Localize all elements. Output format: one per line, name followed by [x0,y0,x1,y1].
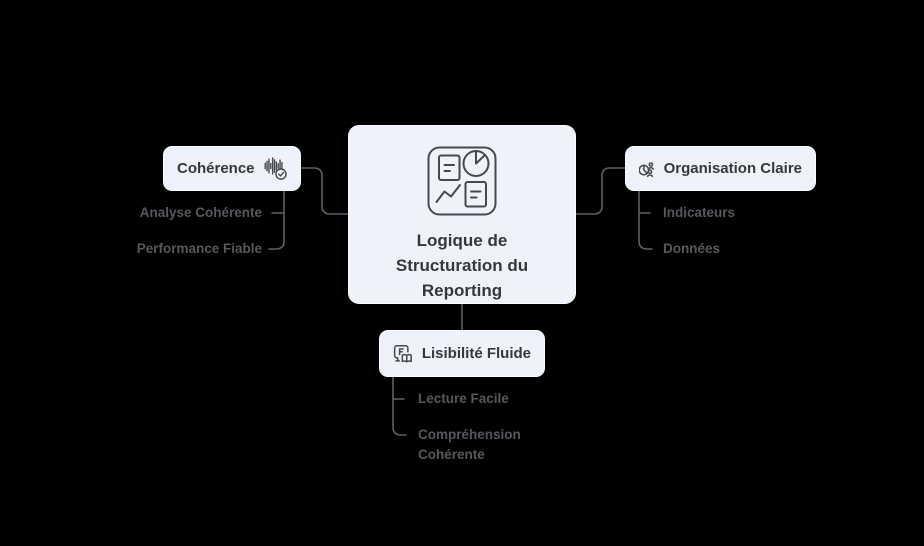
child-label-lecture-facile[interactable]: Lecture Facile [418,391,509,406]
lisibilite-label: Lisibilité Fluide [421,345,531,362]
child-label-indicateurs[interactable]: Indicateurs [663,205,736,220]
coherence-label: Cohérence [177,160,255,177]
waveform-check-icon [264,150,287,187]
rail-organisation-children [638,190,653,250]
node-lisibilite-fluide[interactable]: Lisibilité Fluide [379,330,545,377]
node-organisation-claire[interactable]: Organisation Claire [625,146,816,191]
rail-lisibilite-children [392,376,407,436]
report-dashboard-icon [427,146,497,216]
node-coherence[interactable]: Cohérence [163,146,301,191]
pie-chart-people-icon [639,149,655,189]
central-node-title: Logique de Structuration du Reporting [395,231,529,300]
child-label-performance-fiable[interactable]: Performance Fiable [136,241,262,256]
organisation-label: Organisation Claire [663,160,802,177]
child-label-comprehension-coherente[interactable]: Compréhension Cohérente [418,427,521,462]
font-board-book-icon [393,336,413,372]
rail-coherence-children [268,190,285,250]
edge-center-organisation [575,167,626,215]
node-central-reporting[interactable]: Logique de Structuration du Reporting [348,125,576,304]
edge-center-coherence [300,167,349,215]
child-label-analyse-coherente[interactable]: Analyse Cohérente [139,205,262,220]
child-label-donnees[interactable]: Données [663,241,721,256]
